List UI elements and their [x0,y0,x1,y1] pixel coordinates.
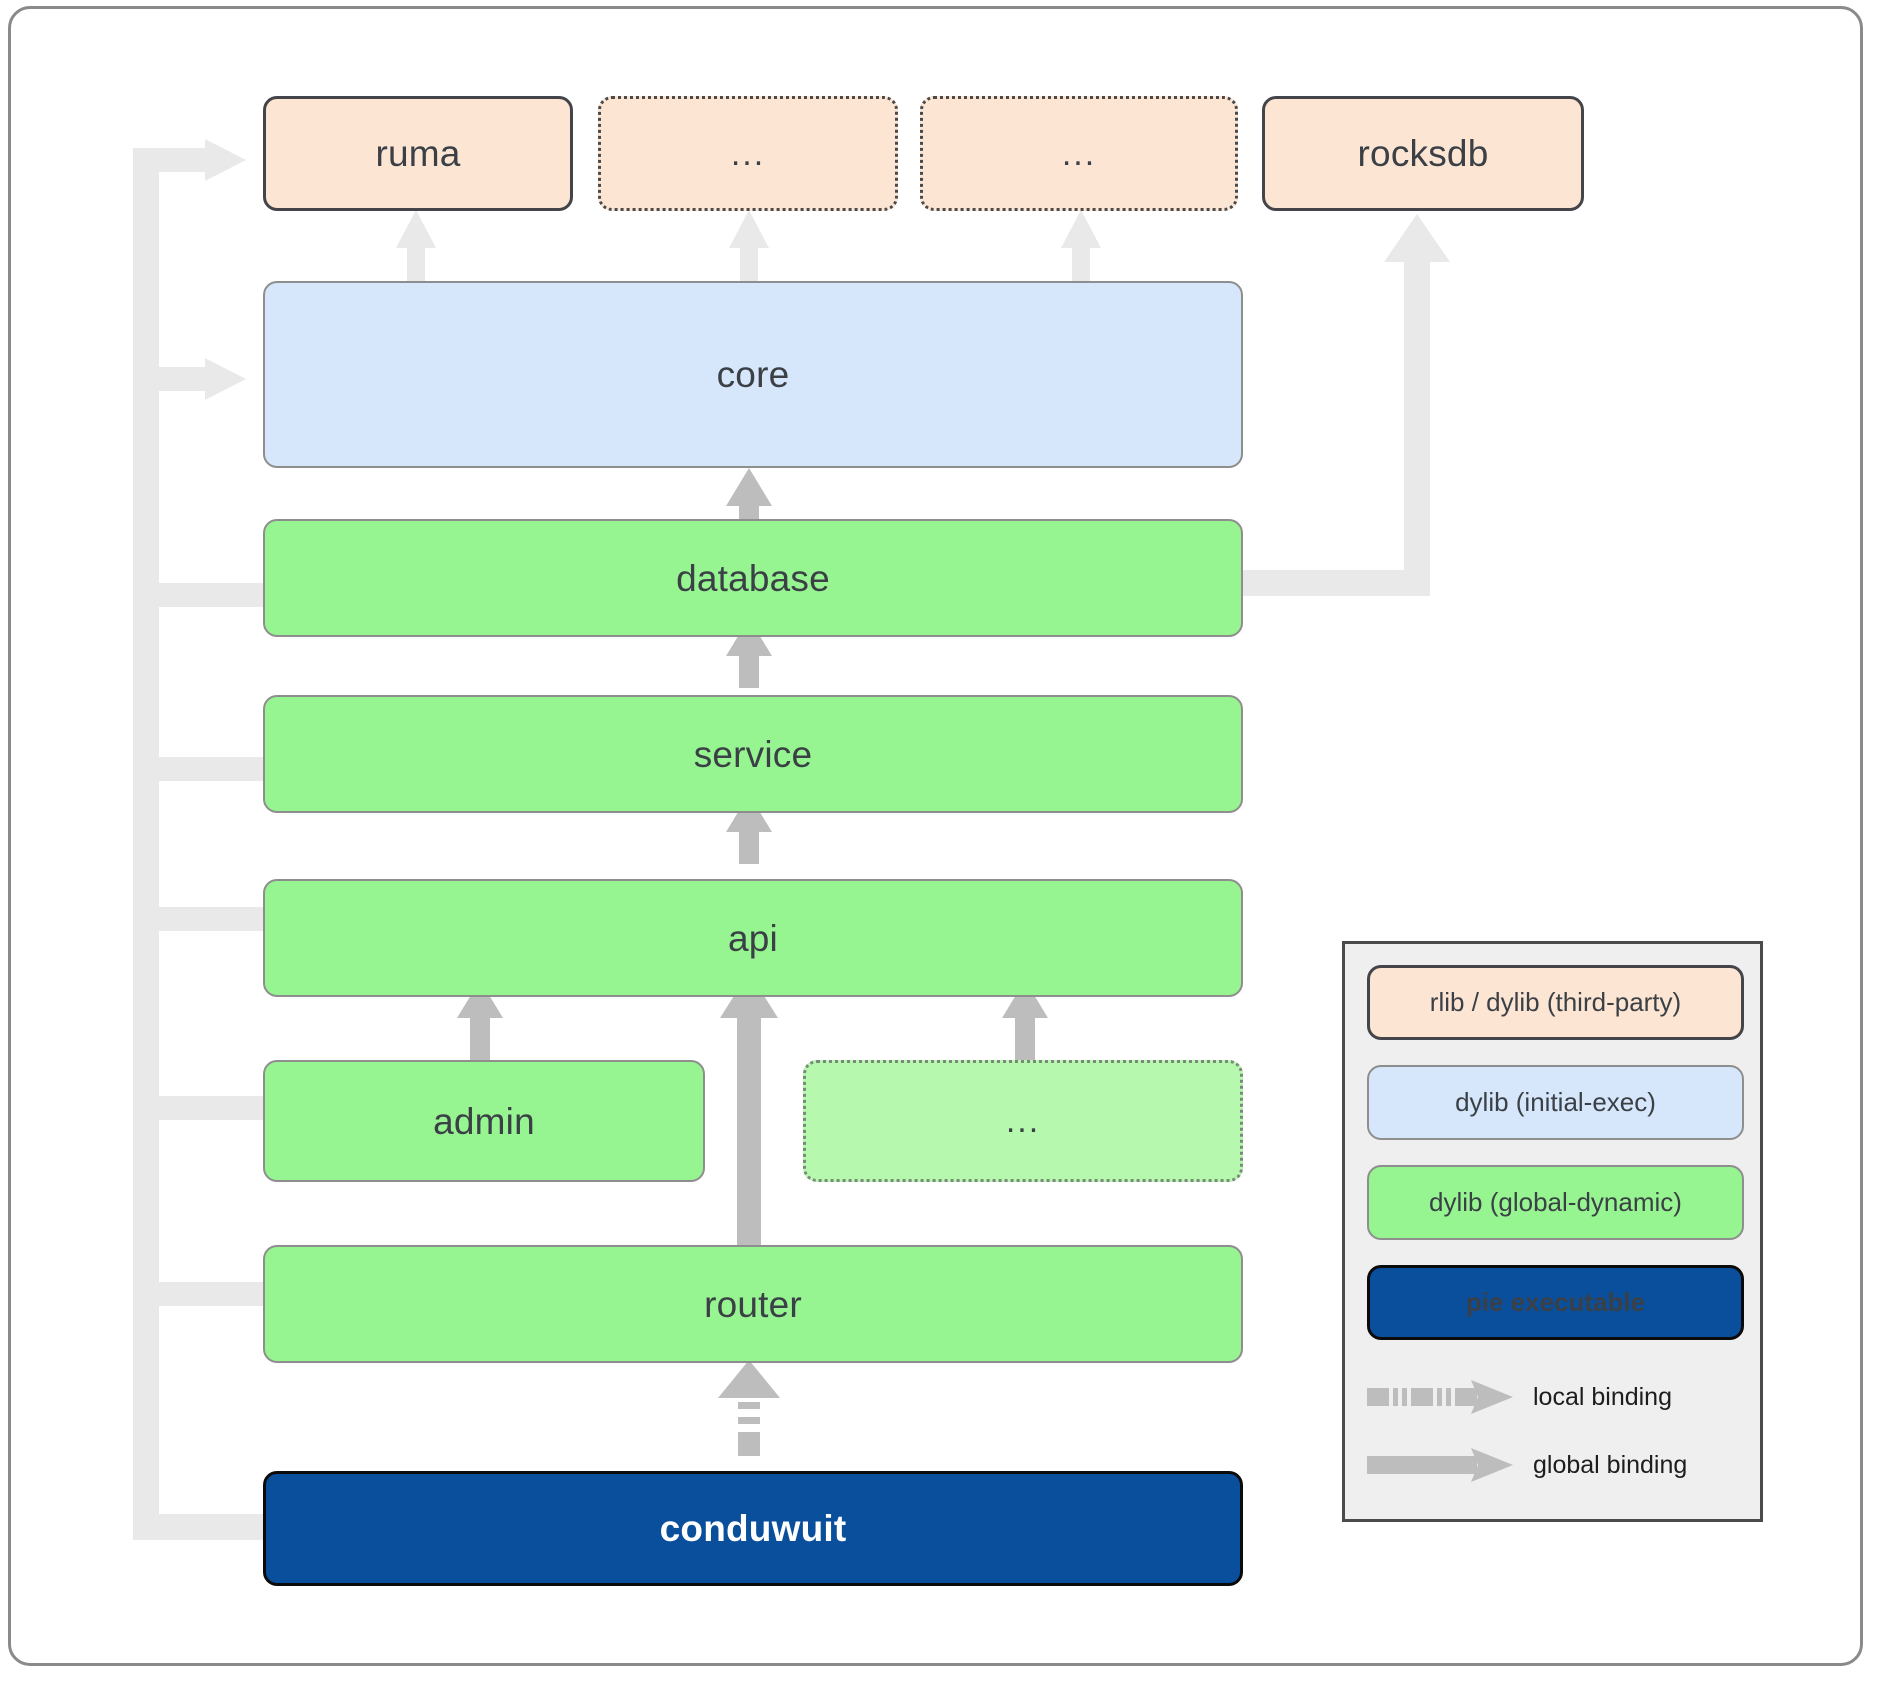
node-conduwuit[interactable]: conduwuit [263,1471,1243,1586]
legend-swatch-label: rlib / dylib (third-party) [1429,987,1682,1017]
node-router[interactable]: router [263,1245,1243,1363]
legend-binding-label: global binding [1533,1450,1688,1479]
node-label: ... [730,134,766,173]
legend-row-local-binding: local binding [1367,1369,1744,1425]
node-label: rocksdb [1357,133,1489,174]
legend-swatch-global-dynamic: dylib (global-dynamic) [1367,1165,1744,1240]
node-ellipsis-third-party-2[interactable]: ... [920,96,1238,211]
node-api[interactable]: api [263,879,1243,997]
local-binding-arrow-icon [1367,1377,1517,1417]
node-database[interactable]: database [263,519,1243,637]
node-label: ... [1061,134,1097,173]
node-label: api [728,917,778,959]
node-ellipsis-third-party-1[interactable]: ... [598,96,898,211]
legend-swatch-initial-exec: dylib (initial-exec) [1367,1065,1744,1140]
legend-binding-label: local binding [1533,1382,1672,1411]
node-label: ruma [375,133,461,174]
node-rocksdb[interactable]: rocksdb [1262,96,1584,211]
node-ellipsis-global-dynamic[interactable]: ... [803,1060,1243,1182]
node-label: database [676,557,830,599]
legend-swatch-label: dylib (initial-exec) [1455,1087,1656,1117]
node-admin[interactable]: admin [263,1060,705,1182]
legend-swatch-label: pie executable [1465,1287,1646,1317]
node-label: ... [1005,1102,1041,1140]
node-service[interactable]: service [263,695,1243,813]
node-label: conduwuit [659,1508,847,1549]
node-label: core [716,354,790,395]
legend-swatch-label: dylib (global-dynamic) [1429,1187,1682,1217]
legend-swatch-pie-executable: pie executable [1367,1265,1744,1340]
legend-swatch-rlib: rlib / dylib (third-party) [1367,965,1744,1040]
node-ruma[interactable]: ruma [263,96,573,211]
legend-panel: rlib / dylib (third-party) dylib (initia… [1342,941,1763,1522]
global-binding-arrow-icon [1367,1445,1517,1485]
node-label: router [704,1283,802,1325]
node-label: service [693,733,813,775]
node-label: admin [433,1100,535,1142]
node-core[interactable]: core [263,281,1243,468]
legend-row-global-binding: global binding [1367,1437,1744,1493]
